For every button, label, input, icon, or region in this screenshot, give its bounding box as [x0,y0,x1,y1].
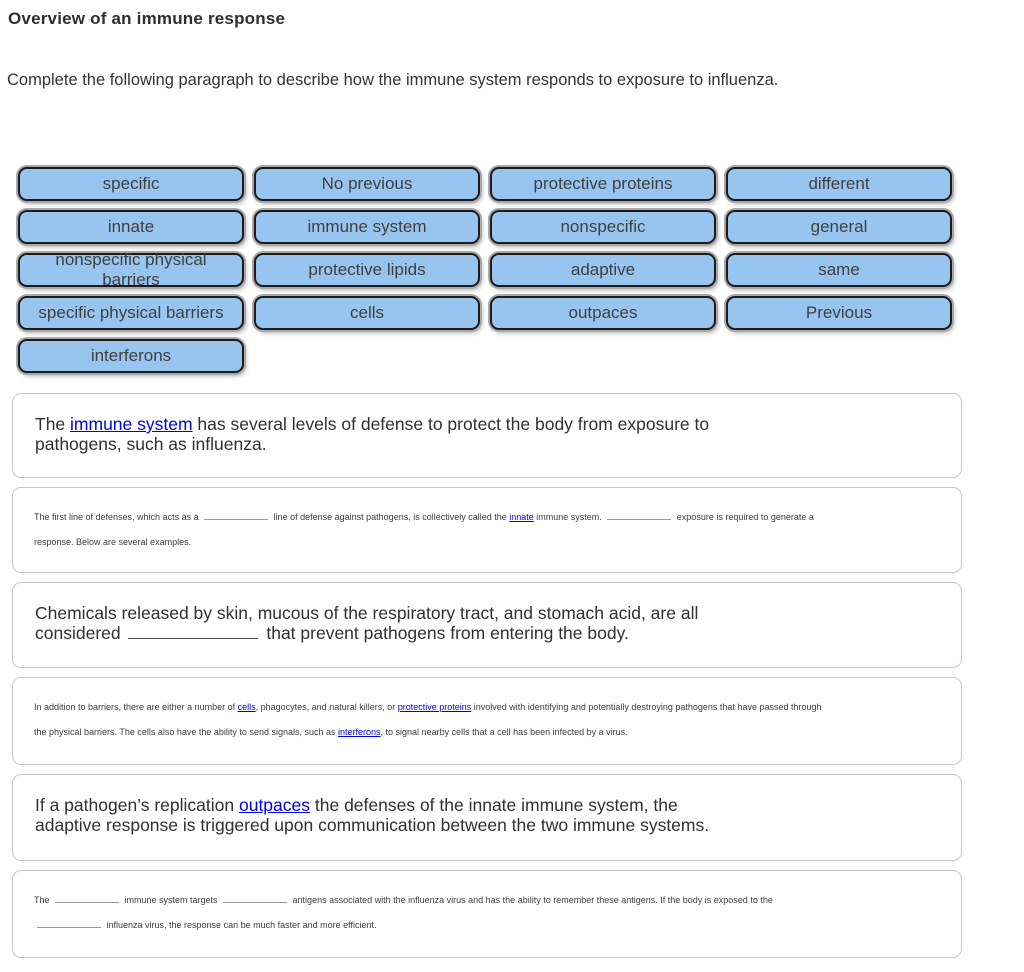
static-text: Chemicals released by skin, mucous of th… [35,603,699,623]
page-title: Overview of an immune response [8,9,286,28]
static-text: the physical barriers. The cells also ha… [34,727,338,737]
word-tile[interactable]: Previous [726,296,952,330]
paragraph-text: The immune system has several levels of … [13,394,961,454]
static-text: The first line of defenses, which acts a… [34,512,202,522]
word-tile[interactable]: nonspecific [490,210,716,244]
static-text: the defenses of the innate immune system… [310,795,678,815]
word-tile[interactable]: nonspecific physical barriers [18,250,244,289]
word-tile-label: adaptive [570,260,636,279]
word-tile[interactable]: cells [254,296,480,330]
answer-link[interactable]: innate [509,512,534,522]
static-text: immune system targets [122,895,221,905]
answer-blank[interactable] [223,896,288,903]
word-tile-label: protective proteins [533,174,673,193]
word-tile[interactable]: innate [18,210,244,244]
static-text: has several levels of defense to protect… [192,414,710,434]
word-tile-label: Previous [805,303,873,322]
static-text: antigens associated with the influenza v… [290,895,773,905]
word-tile-label: same [818,260,860,279]
static-text: pathogens, such as influenza. [35,434,267,454]
word-tile[interactable]: specific [18,167,244,201]
answer-link[interactable]: cells [237,702,256,712]
static-text: The [34,895,53,905]
paragraph-text: The first line of defenses, which acts a… [13,488,961,555]
static-text: If a pathogen’s replication [35,795,239,815]
static-text: response. Below are several examples. [34,537,192,547]
answer-link[interactable]: outpaces [238,795,311,815]
word-tile-label: innate [107,217,155,236]
answer-link[interactable]: protective proteins [397,702,472,712]
word-tile-label: immune system [307,217,427,236]
answer-link[interactable]: interferons [338,727,381,737]
word-tile[interactable]: outpaces [490,296,716,330]
word-tile[interactable]: same [726,253,952,287]
word-tile[interactable]: different [726,167,952,201]
static-text: influenza virus, the response can be muc… [104,920,377,930]
static-text: exposure is required to generate a [674,512,814,522]
page-instruction: Complete the following paragraph to desc… [7,71,779,89]
paragraph-text: The immune system targets antigens assoc… [13,871,961,938]
static-text: The [35,414,71,434]
static-text: considered [35,623,126,643]
answer-blank[interactable] [55,896,120,903]
word-tile[interactable]: protective proteins [490,167,716,201]
word-tile[interactable]: No previous [254,167,480,201]
paragraph-box: The first line of defenses, which acts a… [12,487,962,573]
paragraph-text: In addition to barriers, there are eithe… [13,678,961,745]
word-tile-label: protective lipids [308,260,426,279]
word-tile-label: nonspecific [560,217,646,236]
paragraph-stack: The immune system has several levels of … [12,393,962,958]
paragraph-box: If a pathogen’s replication outpaces the… [12,774,962,861]
word-tile-label: outpaces [568,303,638,322]
word-tile-label: different [808,174,870,193]
answer-blank[interactable] [37,921,101,928]
answer-blank[interactable] [607,513,672,520]
paragraph-box: In addition to barriers, there are eithe… [12,677,962,765]
word-tile[interactable]: interferons [18,339,244,373]
static-text: adaptive response is triggered upon comm… [35,815,710,835]
word-tile-label: interferons [90,346,172,365]
answer-link[interactable]: immune system [70,414,193,434]
static-text: In addition to barriers, there are eithe… [34,702,238,712]
word-tile[interactable]: protective lipids [254,253,480,287]
static-text: , phagocytes, and natural killers, or [255,702,398,712]
word-tile[interactable]: general [726,210,952,244]
answer-blank[interactable] [204,513,269,520]
word-tile-label: specific [102,174,160,193]
word-tile-label: nonspecific physical barriers [55,250,207,289]
paragraph-box: The immune system targets antigens assoc… [12,870,962,958]
paragraph-box: The immune system has several levels of … [12,393,962,478]
word-tile-label: general [810,217,868,236]
static-text: involved with identifying and potentiall… [471,702,822,712]
static-text: immune system. [533,512,605,522]
paragraph-text: If a pathogen’s replication outpaces the… [13,775,961,835]
static-text: , to signal nearby cells that a cell has… [380,727,628,737]
word-tile-label: specific physical barriers [38,303,224,322]
word-tile-label: cells [349,303,384,322]
paragraph-box: Chemicals released by skin, mucous of th… [12,582,962,668]
word-tile-label: No previous [321,174,413,193]
answer-blank[interactable] [128,625,259,639]
static-text: line of defense against pathogens, is co… [271,512,510,522]
static-text: that prevent pathogens from entering the… [261,623,629,643]
word-tile[interactable]: specific physical barriers [18,296,244,330]
paragraph-text: Chemicals released by skin, mucous of th… [13,583,961,643]
word-tile[interactable]: immune system [254,210,480,244]
word-bank: specific No previous protective proteins di… [18,167,952,373]
word-tile[interactable]: adaptive [490,253,716,287]
